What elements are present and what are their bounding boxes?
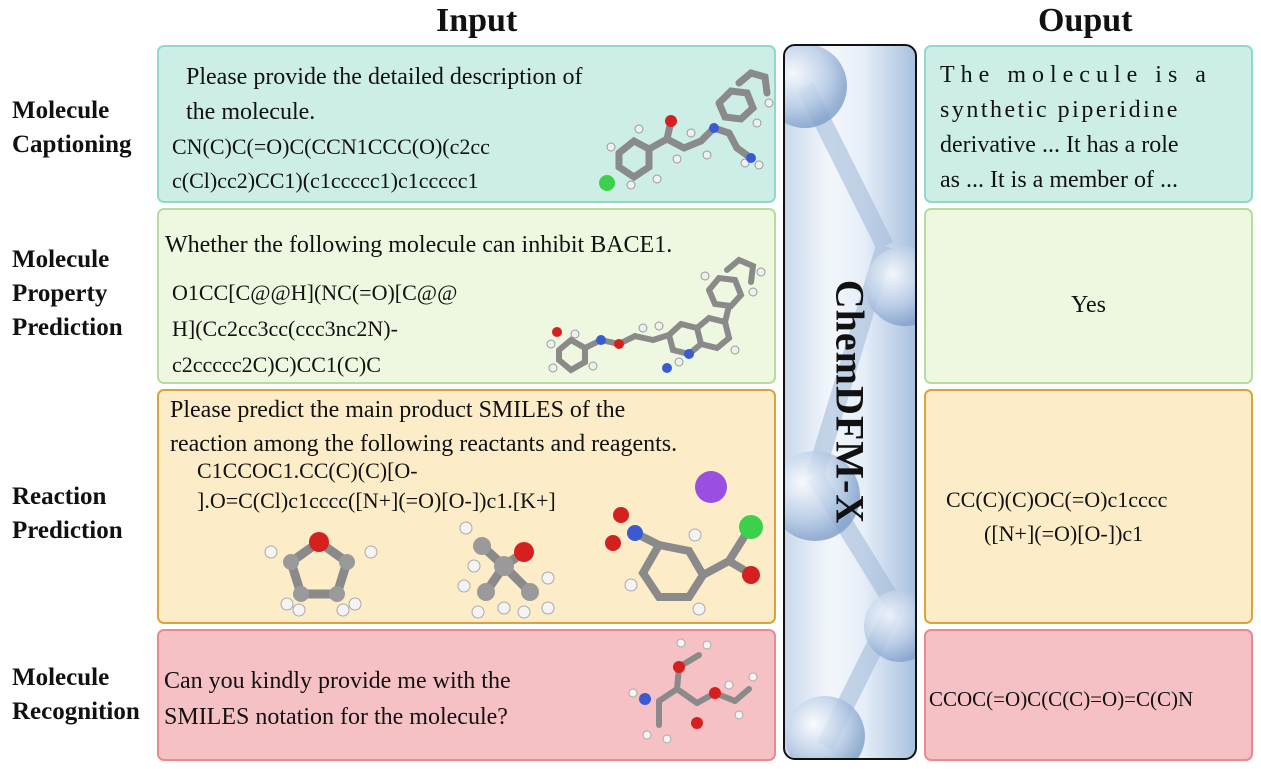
captioning-output-text: The molecule is a synthetic piperidine d… <box>940 62 1212 193</box>
reaction-smiles-line-1: C1CCOC1.CC(C)(C)[O- <box>197 458 418 483</box>
tbutoxide-molecule-model <box>457 521 555 619</box>
property-smiles-line-3: c2ccccc2C)C)CC1(C)C <box>172 352 381 377</box>
property-output-box: Yes <box>924 208 1253 384</box>
potassium-ion-model <box>695 471 727 503</box>
reaction-output-line-2: ([N+](=O)[O-])c1 <box>984 521 1144 546</box>
model-band: ChemDFM-X <box>783 44 917 760</box>
captioning-input-box: Please provide the detailed description … <box>157 45 776 203</box>
property-input-box: Whether the following molecule can inhib… <box>157 208 776 384</box>
property-prompt: Whether the following molecule can inhib… <box>165 232 673 258</box>
output-header: Ouput <box>1038 2 1133 39</box>
recognition-output-box: CCOC(=O)C(C(C)=O)=C(C)N <box>924 629 1253 761</box>
reaction-input-box: Please predict the main product SMILES o… <box>157 389 776 624</box>
captioning-prompt-line-2: the molecule. <box>186 99 316 125</box>
reaction-prompt-line-2: reaction among the following reactants a… <box>170 431 678 457</box>
recognition-output-text: CCOC(=O)C(C(C)=O)=C(C)N <box>929 687 1194 711</box>
captioning-smiles-line-1: CN(C)C(=O)C(CCN1CCC(O)(c2cc <box>172 134 490 159</box>
reaction-output-line-1: CC(C)(C)OC(=O)c1cccc <box>946 487 1168 512</box>
task-label-captioning: Molecule Captioning <box>12 97 132 158</box>
recognition-prompt-line-2: SMILES notation for the molecule? <box>164 704 508 730</box>
captioning-prompt-line-1: Please provide the detailed description … <box>186 64 583 90</box>
decorative-spheres <box>785 46 915 758</box>
task-label-property: Molecule Property Prediction <box>12 246 123 341</box>
thf-molecule-model <box>264 532 378 617</box>
nitrobenzoyl-chloride-model <box>605 507 763 616</box>
reaction-prompt-line-1: Please predict the main product SMILES o… <box>170 397 626 423</box>
recognition-prompt-line-1: Can you kindly provide me with the <box>164 668 511 694</box>
recognition-input-box: Can you kindly provide me with the SMILE… <box>157 629 776 761</box>
task-label-recognition: Molecule Recognition <box>12 664 140 725</box>
captioning-output-box: The molecule is a synthetic piperidine d… <box>924 45 1253 203</box>
reaction-output-box: CC(C)(C)OC(=O)c1cccc ([N+](=O)[O-])c1 <box>924 389 1253 624</box>
model-name: ChemDFM-X <box>827 279 873 525</box>
task-label-reaction: Reaction Prediction <box>12 483 123 544</box>
recognition-molecule-model <box>628 638 758 744</box>
captioning-molecule-model <box>599 69 774 191</box>
property-smiles-line-1: O1CC[C@@H](NC(=O)[C@@ <box>172 280 458 305</box>
property-smiles-line-2: H](Cc2cc3cc(ccc3nc2N)- <box>172 316 398 341</box>
reaction-smiles-line-2: ].O=C(Cl)c1cccc([N+](=O)[O-])c1.[K+] <box>197 488 556 513</box>
input-header: Input <box>436 2 518 39</box>
property-molecule-model <box>546 256 766 374</box>
captioning-smiles-line-2: c(Cl)cc2)CC1)(c1ccccc1)c1ccccc1 <box>172 168 479 193</box>
property-output-text: Yes <box>1071 292 1106 318</box>
